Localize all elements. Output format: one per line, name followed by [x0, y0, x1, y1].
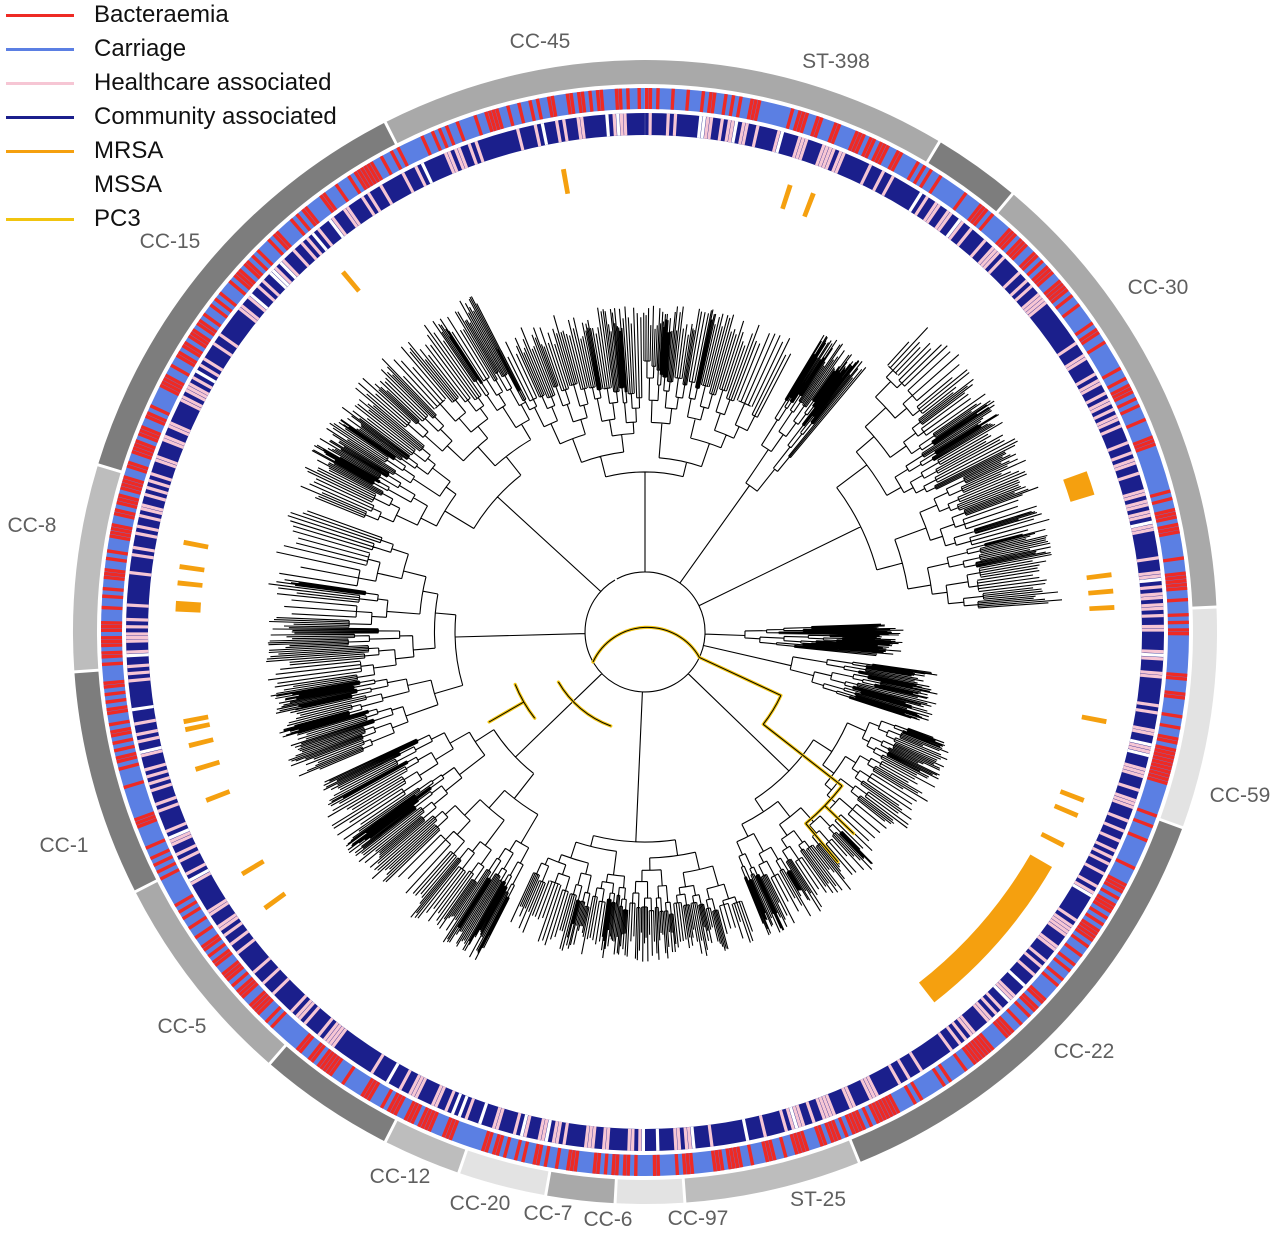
- legend-label: Healthcare associated: [94, 69, 332, 96]
- legend-swatch-pc3: [6, 217, 74, 221]
- clade-label: CC-22: [1054, 1040, 1115, 1063]
- source-ring: [100, 87, 1189, 1176]
- legend-swatch-bacteraemia: [6, 13, 74, 17]
- clade-label: CC-15: [140, 230, 201, 253]
- clade-label: CC-6: [583, 1208, 632, 1231]
- clade-ring: [72, 60, 1218, 1204]
- clade-label: CC-97: [668, 1207, 729, 1230]
- setting-ring: [125, 113, 1164, 1151]
- clade-band: [72, 466, 121, 671]
- clade-label: ST-25: [790, 1188, 846, 1211]
- clade-label: CC-5: [157, 1015, 206, 1038]
- legend-label: Carriage: [94, 35, 187, 62]
- clade-band: [98, 123, 395, 471]
- legend-swatch-community-associated: [6, 115, 74, 119]
- legend-label: MSSA: [94, 171, 163, 198]
- clade-band: [928, 142, 1012, 212]
- clade-label: CC-30: [1128, 276, 1189, 299]
- clade-band: [1160, 608, 1218, 827]
- legend-swatch-mssa: [6, 184, 74, 187]
- legend-label: PC3: [94, 205, 141, 232]
- clade-band: [74, 671, 157, 891]
- legend-item-healthcare-associated: Healthcare associated: [0, 68, 331, 98]
- legend-swatch-mrsa: [6, 149, 74, 153]
- clade-label: CC-7: [523, 1202, 572, 1225]
- clade-label: CC-59: [1210, 784, 1271, 807]
- legend-label: Community associated: [94, 103, 337, 130]
- clade-band: [460, 1150, 549, 1196]
- clade-band: [136, 882, 285, 1063]
- legend-item-mssa: MSSA: [0, 170, 162, 200]
- clade-label: CC-12: [370, 1165, 431, 1188]
- legend-swatch-carriage: [6, 47, 74, 51]
- clade-label: CC-45: [510, 30, 571, 53]
- clade-band: [616, 1178, 684, 1204]
- legend-label: MRSA: [94, 137, 164, 164]
- legend-item-carriage: Carriage: [0, 34, 186, 64]
- clade-label: ST-398: [802, 50, 870, 73]
- clade-label: CC-1: [39, 834, 88, 857]
- legend-swatch-healthcare-associated: [6, 81, 74, 85]
- clade-label: CC-20: [450, 1192, 511, 1215]
- legend-item-community-associated: Community associated: [0, 102, 337, 132]
- clade-band: [998, 194, 1217, 607]
- clade-band: [851, 820, 1182, 1162]
- legend-item-pc3: PC3: [0, 204, 141, 234]
- legend-item-bacteraemia: Bacteraemia: [0, 0, 229, 30]
- legend-item-mrsa: MRSA: [0, 136, 163, 166]
- legend-label: Bacteraemia: [94, 1, 229, 28]
- phylogenetic-tree: [266, 296, 1063, 962]
- clade-band: [270, 1046, 395, 1141]
- clade-band: [547, 1171, 615, 1204]
- clade-band: [386, 1120, 466, 1173]
- mrsa-ring: [175, 168, 1115, 1003]
- clade-band: [684, 1140, 858, 1203]
- clade-label: CC-8: [7, 514, 56, 537]
- clade-band: [386, 60, 939, 162]
